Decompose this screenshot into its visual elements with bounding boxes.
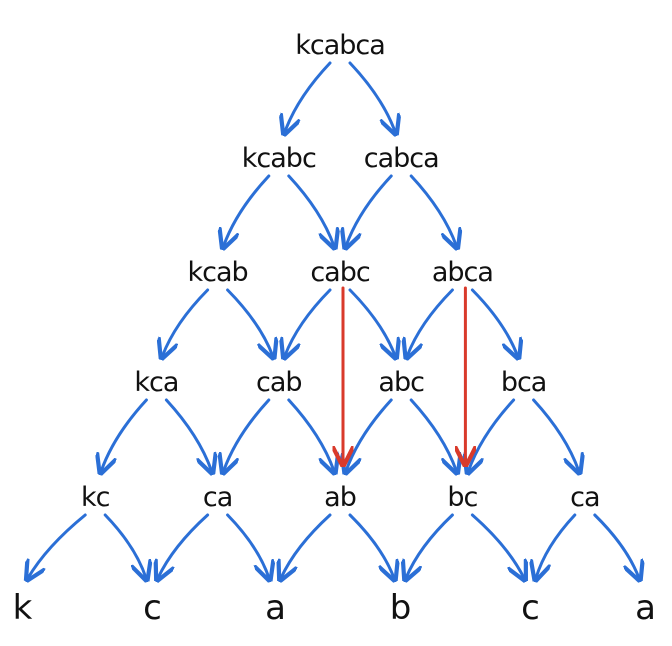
node-label-l4-n0: kc xyxy=(81,482,110,513)
highlight-edges-layer xyxy=(343,286,465,463)
node-label-l1-n1: cabca xyxy=(364,143,439,174)
edge-l2-n1-to-n2 xyxy=(348,288,395,356)
edge-l1-n0-to-n1 xyxy=(287,174,334,246)
edge-l4-n0-to-n0 xyxy=(28,513,87,578)
edge-l3-n1-to-n2 xyxy=(287,398,334,471)
node-label-l1-n0: kcabc xyxy=(242,143,316,174)
node-label-l2-n0: kcab xyxy=(188,257,248,288)
node-label-l3-n3: bca xyxy=(501,367,547,398)
node-label-l4-n1: ca xyxy=(203,482,232,513)
node-label-l2-n2: abca xyxy=(432,257,493,288)
node-label-l5-n3: b xyxy=(390,588,411,628)
edge-l0-n0-to-n1 xyxy=(348,61,395,132)
edge-l2-n0-to-n1 xyxy=(226,288,273,356)
edge-l3-n2-to-n2 xyxy=(346,398,393,471)
node-label-l5-n1: c xyxy=(143,588,161,628)
node-label-l3-n0: kca xyxy=(134,367,178,398)
edge-l4-n2-to-n2 xyxy=(281,513,332,578)
edge-l4-n3-to-n4 xyxy=(470,513,524,578)
node-label-l3-n2: abc xyxy=(378,367,424,398)
edge-l3-n1-to-n1 xyxy=(224,398,271,471)
edge-l3-n0-to-n0 xyxy=(101,398,148,471)
edge-l1-n1-to-n1 xyxy=(346,174,393,246)
edge-l4-n3-to-n3 xyxy=(406,513,454,578)
edge-l2-n2-to-n2 xyxy=(407,288,454,356)
edge-l3-n3-to-n3 xyxy=(468,398,516,471)
edge-l3-n3-to-n4 xyxy=(532,398,579,471)
node-label-l0-n0: kcabca xyxy=(295,30,385,61)
node-label-l5-n0: k xyxy=(13,588,33,628)
node-label-l5-n4: c xyxy=(521,588,539,628)
edge-l1-n1-to-n2 xyxy=(409,174,456,246)
edge-l3-n0-to-n1 xyxy=(164,398,211,471)
node-label-l2-n1: cabc xyxy=(310,257,370,288)
edge-l4-n1-to-n1 xyxy=(158,513,210,578)
edge-l2-n0-to-n0 xyxy=(162,288,210,356)
edge-l4-n1-to-n2 xyxy=(226,513,269,578)
edge-l1-n0-to-n0 xyxy=(224,174,271,246)
node-label-l5-n5: a xyxy=(635,588,655,628)
edge-l3-n2-to-n3 xyxy=(409,398,456,471)
edge-l4-n0-to-n1 xyxy=(103,513,146,578)
edges-layer xyxy=(28,61,639,578)
edge-l4-n4-to-n4 xyxy=(536,513,577,578)
edge-l4-n2-to-n3 xyxy=(348,513,394,578)
edge-l0-n0-to-n0 xyxy=(285,61,332,132)
edge-l2-n2-to-n3 xyxy=(470,288,517,356)
node-label-l4-n3: bc xyxy=(447,482,477,513)
node-label-l3-n1: cab xyxy=(256,367,302,398)
edge-l4-n4-to-n5 xyxy=(593,513,639,578)
edge-l2-n1-to-n1 xyxy=(285,288,332,356)
node-label-l4-n4: ca xyxy=(570,482,599,513)
node-label-l5-n2: a xyxy=(265,588,285,628)
node-label-l4-n2: ab xyxy=(324,482,356,513)
